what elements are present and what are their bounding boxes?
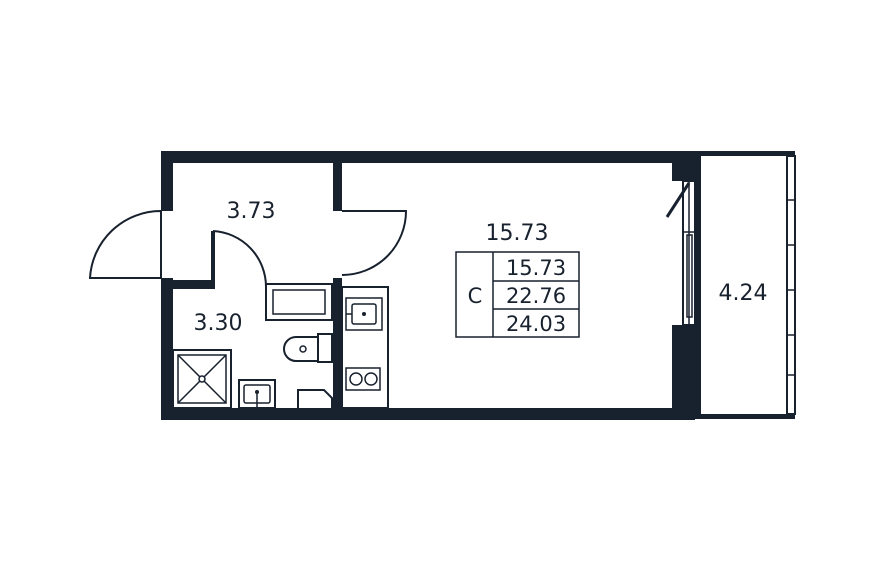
door-icon [211, 230, 268, 289]
interior-walls [165, 151, 342, 420]
toilet-icon [283, 333, 333, 363]
window-icon [665, 180, 696, 326]
stove-icon [345, 367, 381, 391]
kitchen-sink-icon [345, 297, 383, 331]
door-icon [88, 209, 162, 279]
legend-total-area: 22.76 [506, 284, 566, 308]
hall-area-label: 3.73 [227, 199, 276, 224]
legend-living-area: 15.73 [506, 256, 566, 280]
balcony-area-label: 4.24 [719, 281, 768, 306]
legend-total-with-balcony: 24.03 [506, 312, 566, 336]
outer-walls [161, 151, 695, 420]
sink-icon [238, 379, 276, 409]
bathroom-area-label: 3.30 [194, 311, 243, 336]
area-legend: С 15.73 22.76 24.03 [455, 251, 580, 338]
washing-machine-icon [265, 283, 333, 321]
apartment-type-letter: С [468, 284, 483, 308]
shower-icon [172, 349, 232, 409]
living-area-label: 15.73 [486, 221, 549, 246]
shelf-icon [297, 389, 333, 408]
door-icon [341, 210, 408, 276]
kitchen-counter [341, 286, 389, 409]
balcony [695, 151, 796, 419]
